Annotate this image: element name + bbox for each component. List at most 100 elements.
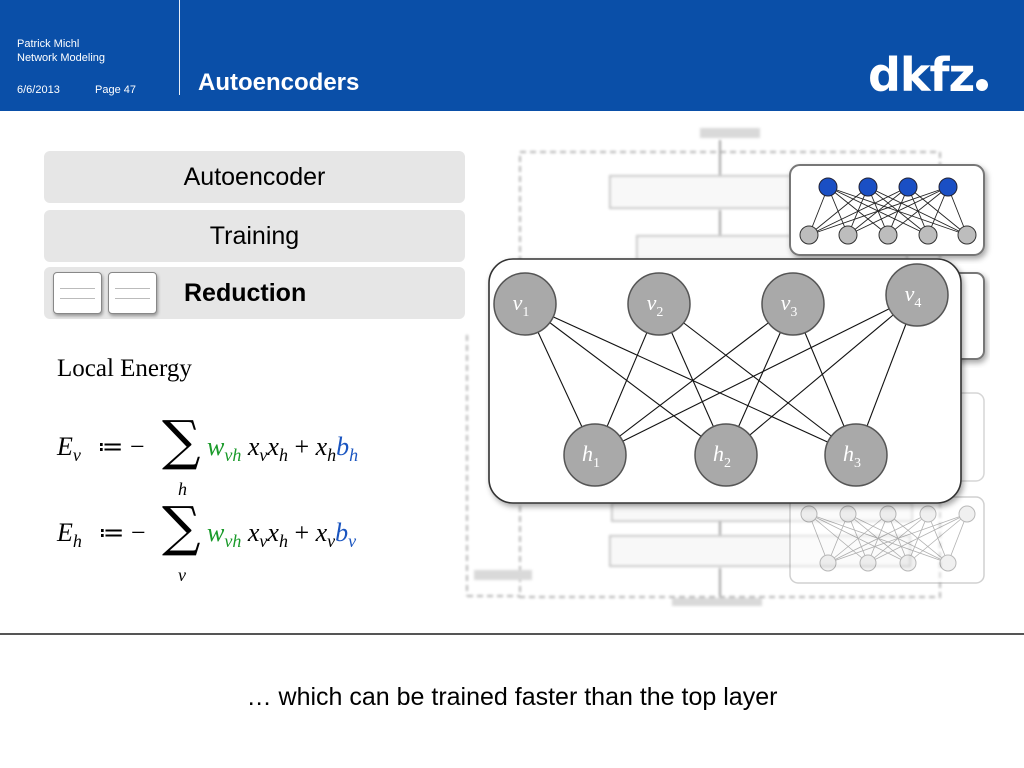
- hidden-node-2: h2: [694, 423, 758, 487]
- nav-item-training[interactable]: Training: [44, 210, 465, 262]
- nav-item-label: Training: [209, 222, 300, 250]
- node-circle: [563, 423, 627, 487]
- formula-subscript: v: [348, 531, 357, 552]
- node-circle: [761, 272, 825, 336]
- faded-net-node: [899, 554, 917, 572]
- faded-net-node: [939, 554, 957, 572]
- node-circle: [627, 272, 691, 336]
- bias-term: bv: [335, 518, 356, 551]
- faded-net-edge: [847, 513, 909, 564]
- faded-net-node: [839, 505, 857, 523]
- formula-symbol: w: [207, 518, 225, 547]
- weight-term: wvh: [207, 518, 241, 551]
- faded-net-edge: [827, 513, 929, 564]
- rbm-edge: [594, 303, 794, 456]
- page-number: Page 47: [95, 84, 136, 96]
- nav-item-label: Reduction: [184, 279, 307, 307]
- energy-formula-visible: Ev ≔ −: [57, 432, 145, 466]
- small-net-node: [878, 225, 898, 245]
- local-energy-heading: Local Energy: [57, 355, 192, 382]
- energy-formula-terms-hidden: wvh xvxh + xvbv: [207, 518, 356, 552]
- node-circle: [885, 263, 949, 327]
- rbm-edge: [524, 303, 727, 456]
- faded-net-edge: [907, 513, 968, 564]
- formula-subscript: h: [278, 445, 288, 466]
- small-net-node: [957, 225, 977, 245]
- faded-net-edge: [808, 513, 829, 564]
- formula-symbol: w: [207, 432, 225, 461]
- rbm-edge: [594, 294, 918, 456]
- small-net-node: [818, 177, 838, 197]
- sum-symbol: ∑: [162, 495, 201, 558]
- small-net-node: [938, 177, 958, 197]
- faded-net-edge: [927, 513, 949, 564]
- faded-net-edge: [827, 513, 849, 564]
- visible-node-4: v4: [885, 263, 949, 327]
- small-net-node: [799, 225, 819, 245]
- hidden-node-1: h1: [563, 423, 627, 487]
- layer-box: [609, 535, 911, 567]
- small-net-node: [858, 177, 878, 197]
- faded-net-edge: [847, 513, 869, 564]
- rbm-edge: [725, 294, 918, 456]
- formula-subscript: h: [72, 531, 82, 552]
- small-net-node: [918, 225, 938, 245]
- formula-subscript: v: [259, 445, 268, 466]
- input-label-smudge: [700, 128, 760, 138]
- formula-thumbnail-2[interactable]: [108, 272, 157, 314]
- formula-symbol: E: [57, 432, 73, 461]
- faded-net-edge: [827, 513, 968, 564]
- slide-title: Autoencoders: [198, 69, 360, 96]
- slide-caption: … which can be trained faster than the t…: [246, 683, 778, 711]
- small-net-edge: [847, 186, 949, 236]
- faded-net-node: [958, 505, 976, 523]
- rbm-network: v1 v2 v3 v4 h1 h2 h3: [493, 263, 949, 487]
- formula-operator: ≔ −: [98, 518, 146, 547]
- small-net-edge: [808, 186, 909, 236]
- formula-subscript: h: [327, 445, 337, 466]
- small-net-edge: [887, 186, 949, 236]
- sum-symbol: ∑: [162, 409, 201, 472]
- node-circle: [824, 423, 888, 487]
- thumbnail-content: [115, 288, 150, 299]
- faded-net-node: [919, 505, 937, 523]
- node-label: h3: [843, 441, 861, 471]
- autoencoder-diagram: v1 v2 v3 v4 h1 h2 h3: [466, 128, 985, 606]
- node-label: v2: [647, 290, 664, 320]
- nav-item-label: Autoencoder: [183, 163, 326, 191]
- formula-operator: +: [294, 432, 310, 461]
- logo-text: dkfz: [868, 48, 975, 102]
- weight-term: wvh: [207, 432, 241, 465]
- logo-dot: [976, 79, 989, 91]
- visible-node-1: v1: [493, 272, 557, 336]
- dkfz-logo: dkfz: [868, 52, 989, 98]
- formula-subscript: h: [349, 445, 359, 466]
- small-net-edge: [808, 186, 949, 236]
- nav-item-autoencoder[interactable]: Autoencoder: [44, 151, 465, 203]
- small-net-edge: [907, 186, 968, 236]
- small-net-node: [898, 177, 918, 197]
- faded-net-edge: [867, 513, 968, 564]
- sum-index: h: [178, 479, 187, 499]
- node-label: h1: [582, 441, 600, 471]
- faded-net-edge: [827, 513, 889, 564]
- visible-node-3: v3: [761, 272, 825, 336]
- formula-subscript: h: [278, 531, 288, 552]
- formula-subscript: v: [72, 445, 81, 466]
- faded-net-edge: [808, 513, 949, 564]
- node-label: v3: [781, 290, 798, 320]
- faded-net-edge: [867, 513, 889, 564]
- hidden-node-3: h3: [824, 423, 888, 487]
- faded-net-edge: [847, 513, 949, 564]
- formula-symbol: x: [267, 432, 279, 461]
- rbm-edge: [524, 303, 857, 456]
- formula-thumbnail-1[interactable]: [53, 272, 102, 314]
- header-divider: [179, 0, 180, 95]
- formula-symbol: x: [267, 518, 279, 547]
- formula-symbol: x: [247, 518, 260, 547]
- bias-term: bh: [336, 432, 358, 465]
- rbm-edge: [658, 303, 857, 456]
- faded-net-node: [819, 554, 837, 572]
- faded-net-node: [859, 554, 877, 572]
- header-bar: Patrick Michl Network Modeling 6/6/2013 …: [0, 0, 1024, 111]
